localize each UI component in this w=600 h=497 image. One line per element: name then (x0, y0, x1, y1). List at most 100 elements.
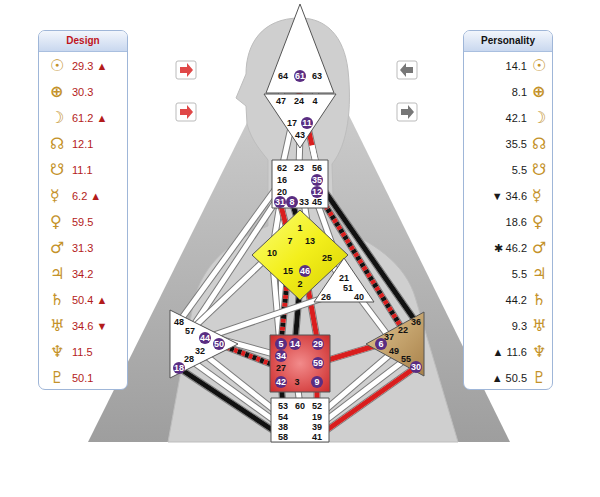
planet-symbol: ☿ (50, 187, 60, 205)
gate-activation: 50.1 (72, 372, 93, 385)
gate-activation: 11.5 (72, 346, 93, 359)
gate-number: 33 (299, 197, 309, 207)
gate-number: 55 (401, 354, 411, 364)
gate-number: 9 (311, 376, 323, 388)
channel-stroke (317, 192, 403, 330)
gate-activation: 11.1 (72, 164, 93, 177)
planet-symbol: ☋ (532, 161, 546, 179)
gate-activation: ▲ 50.5 (492, 372, 527, 385)
planet-symbol: ♀ (50, 213, 62, 231)
gate-activation: 14.1 (506, 60, 527, 73)
channel-stroke (317, 367, 416, 437)
gate-activation: 18.6 (506, 216, 527, 229)
gate-number: 54 (278, 412, 288, 422)
gate-activation: 34.6 ▼ (72, 320, 107, 333)
gate-activation: 59.5 (72, 216, 93, 229)
gate-number: 61 (294, 70, 306, 82)
planet-symbol: ☋ (50, 161, 64, 179)
center-shape (314, 258, 374, 302)
gate-activation: 29.3 ▲ (72, 60, 107, 73)
planet-symbol: ♄ (50, 291, 64, 309)
gate-number: 63 (312, 71, 322, 81)
channel (359, 297, 389, 337)
gate-number: 51 (343, 283, 353, 293)
nav-button (176, 103, 196, 121)
gate-activation: 9.3 (512, 320, 527, 333)
gate-activation: ✱ 46.2 (494, 242, 527, 255)
heart-center: 21512640 (314, 258, 374, 302)
gate-number: 13 (305, 236, 315, 246)
center-shape (270, 335, 330, 392)
gate-number: 17 (287, 118, 297, 128)
center-shape (366, 312, 424, 376)
planet-symbol: ♃ (532, 265, 546, 283)
planet-symbol: ☊ (532, 135, 546, 153)
channel (179, 368, 283, 437)
gate-number: 39 (312, 422, 322, 432)
center-shape (272, 160, 328, 208)
planet-symbol: ♂ (532, 239, 546, 257)
gate-number: 7 (287, 236, 292, 246)
nav-arrow (400, 63, 413, 77)
gate-number: 27 (276, 363, 286, 373)
panel-title: Personality (464, 31, 552, 52)
gate-number: 26 (321, 292, 331, 302)
gate-number: 47 (276, 96, 286, 106)
gate-number: 52 (312, 401, 322, 411)
nav-button (397, 103, 417, 121)
planet-symbol: ♂ (50, 239, 64, 257)
planet-symbol: ⊕ (532, 83, 545, 101)
channel (205, 297, 326, 338)
planet-symbol: ♅ (50, 317, 64, 335)
gate-number: 44 (199, 332, 211, 344)
gate-number: 35 (311, 174, 323, 186)
gate-activation: 12.1 (72, 138, 93, 151)
planet-symbol: ⊕ (50, 83, 63, 101)
aura-triangle (88, 16, 510, 442)
head-center: 64 61 63 (266, 4, 334, 93)
gate-activation: 31.3 (72, 242, 93, 255)
channel-stroke (317, 192, 403, 330)
gate-number: 53 (278, 401, 288, 411)
gate-number: 59 (312, 357, 324, 369)
gate-number: 12 (311, 186, 323, 198)
channel-stroke (179, 368, 283, 437)
gate-number: 6 (375, 338, 387, 350)
gate-number: 32 (195, 346, 205, 356)
planet-symbol: ♆ (50, 343, 64, 361)
planet-symbol: ☿ (532, 187, 542, 205)
planet-symbol: ☉ (532, 57, 546, 75)
channel-stroke (179, 368, 283, 437)
channel-stroke (189, 359, 283, 427)
gate-number: 21 (339, 273, 349, 283)
gate-number: 34 (275, 350, 287, 362)
throat-center: 622356163520123183345 (272, 160, 328, 208)
channel-stroke (205, 297, 326, 338)
sacral-center: 514293459274239 (270, 335, 330, 392)
spleen-center: 48574450322818 (170, 310, 238, 378)
planet-symbol: ♅ (532, 317, 546, 335)
gate-activation: 6.2 ▲ (72, 190, 101, 203)
gate-number: 29 (312, 338, 324, 350)
gate-number: 50 (213, 338, 225, 350)
gate-number: 24 (294, 96, 304, 106)
channel-stroke (359, 297, 389, 337)
channel-stroke (317, 192, 403, 330)
ajna-center: 47244171143 (264, 94, 336, 148)
gate-activation: 42.1 (506, 112, 527, 125)
gate-number: 48 (174, 317, 184, 327)
channel-stroke (179, 368, 283, 437)
gate-activation: 8.1 (512, 86, 527, 99)
panel-title: Design (39, 31, 127, 52)
gate-number: 1 (297, 223, 302, 233)
gate-number: 56 (312, 163, 322, 173)
solar-plexus-center: 3622376495530 (366, 312, 424, 376)
gate-activation: 30.3 (72, 86, 93, 99)
gate-activation: 35.5 (506, 138, 527, 151)
gate-number: 23 (294, 163, 304, 173)
planet-symbol: ♀ (532, 213, 544, 231)
channel (317, 192, 403, 330)
gate-number: 64 (278, 71, 288, 81)
gate-number: 38 (278, 422, 288, 432)
